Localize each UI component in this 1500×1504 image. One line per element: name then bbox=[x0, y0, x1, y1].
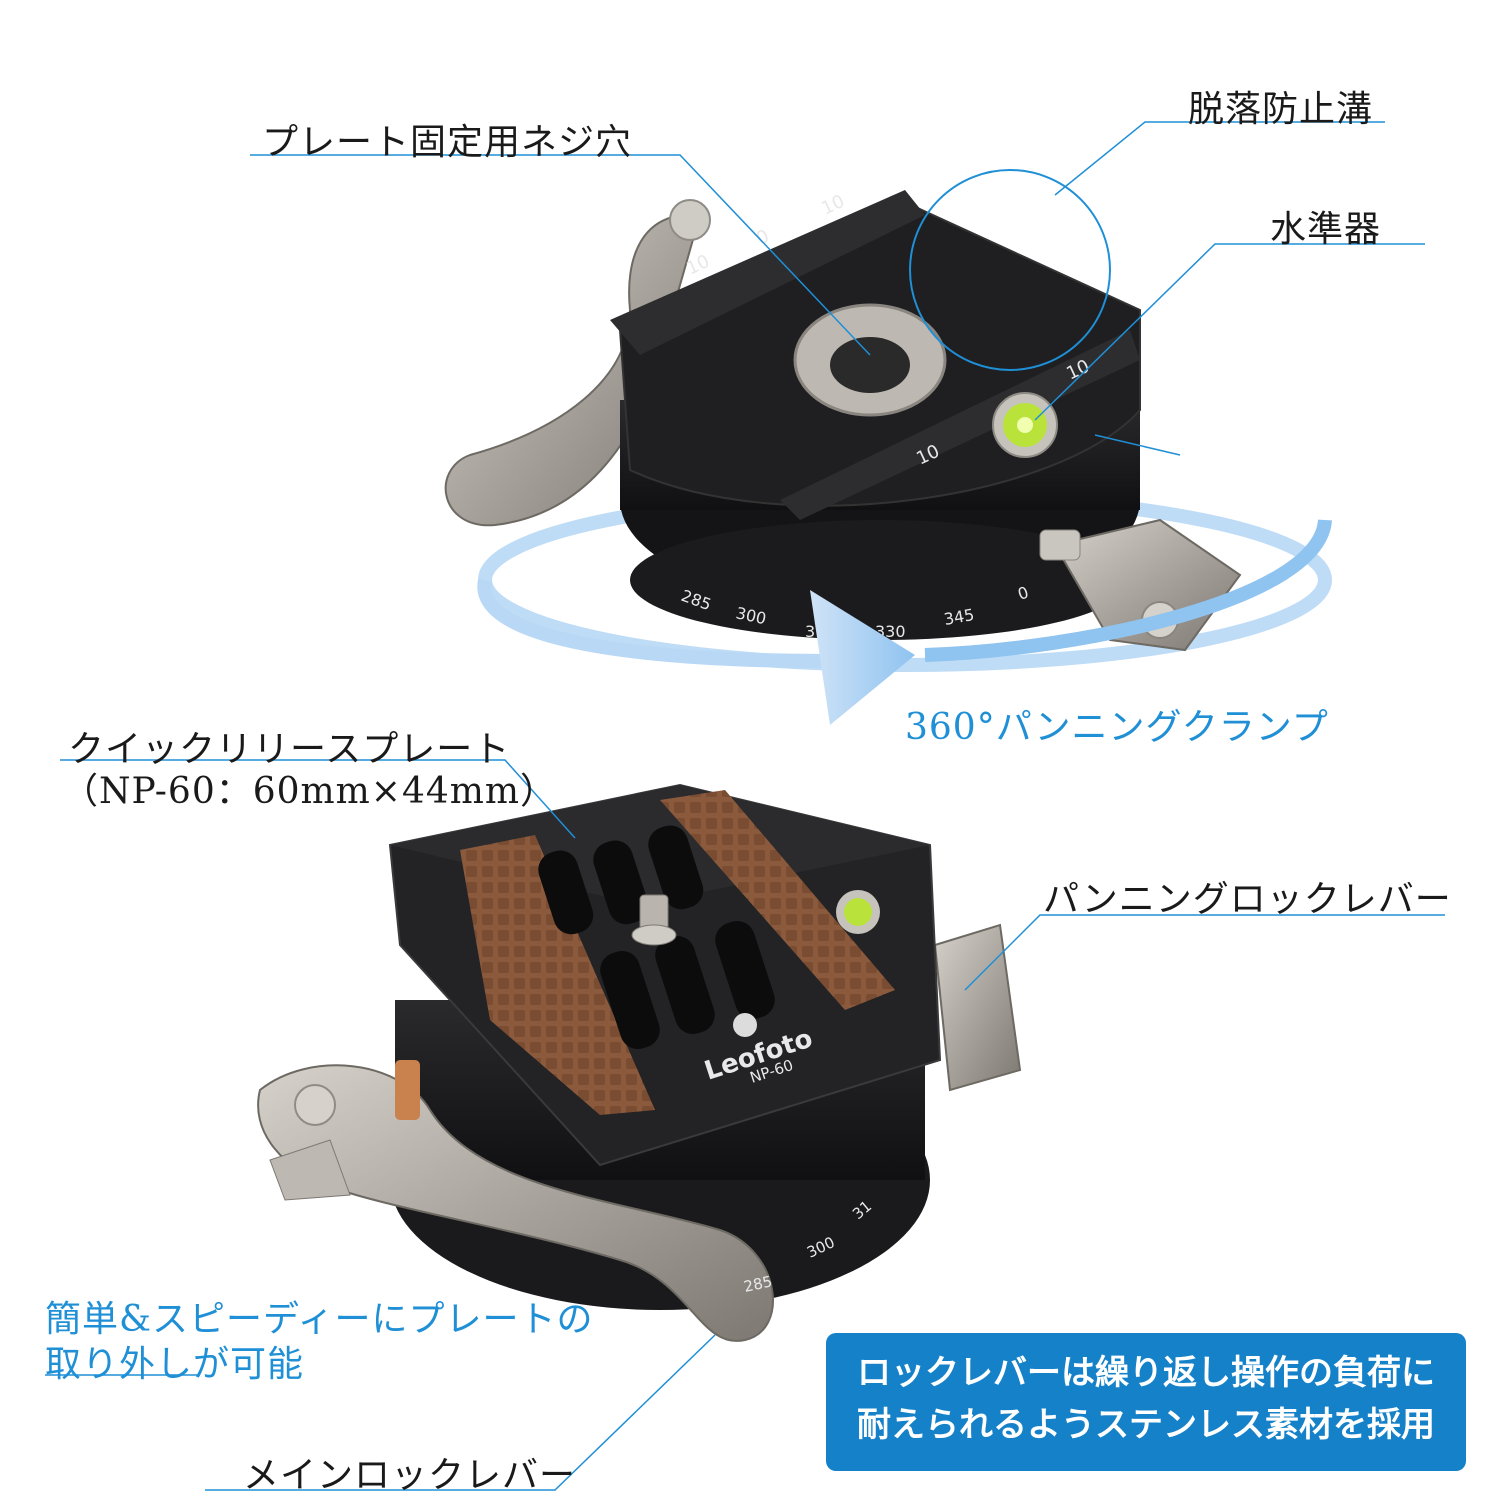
rotation-arrow-icon bbox=[810, 590, 915, 725]
top-scale-right: 10 bbox=[818, 191, 848, 220]
quick-release-plate-spec: （NP-60：60mm×44mm） bbox=[62, 771, 558, 812]
info-line-1: ロックレバーは繰り返し操作の負荷に bbox=[857, 1353, 1435, 1393]
easy-removal-line2: 取り外しが可能 bbox=[45, 1344, 305, 1385]
plate-screw-hole-label: プレート固定用ネジ穴 bbox=[262, 122, 633, 163]
callout-lines-bottom bbox=[45, 759, 1445, 1491]
clamp-top-view: 10 0 10 10 10 285 300 315 330 345 0 bbox=[444, 190, 1332, 725]
quick-release-plate-label: クイックリリースプレート bbox=[68, 729, 511, 770]
clamp-with-plate-view: Leofoto NP-60 285 300 31 bbox=[257, 783, 1022, 1342]
brand-logo-icon bbox=[733, 1013, 757, 1037]
easy-removal-line1: 簡単&スピーディーにプレートの bbox=[45, 1299, 594, 1340]
stainless-info-box: ロックレバーは繰り返し操作の負荷に 耐えられるようステンレス素材を採用 bbox=[826, 1333, 1466, 1471]
info-line-2: 耐えられるようステンレス素材を採用 bbox=[857, 1405, 1435, 1445]
anti-drop-groove-label: 脱落防止溝 bbox=[1188, 89, 1374, 130]
dial-b-285: 285 bbox=[742, 1272, 774, 1296]
panning-lock-lever-label: パンニングロックレバー bbox=[1043, 879, 1452, 920]
top-scale-center: 0 bbox=[753, 226, 772, 250]
panning-clamp-label: 360°パンニングクランプ bbox=[905, 707, 1329, 748]
callout-lines-top bbox=[250, 121, 1425, 456]
main-lock-lever-label: メインロックレバー bbox=[243, 1455, 577, 1496]
bubble-level-label: 水準器 bbox=[1270, 209, 1382, 250]
